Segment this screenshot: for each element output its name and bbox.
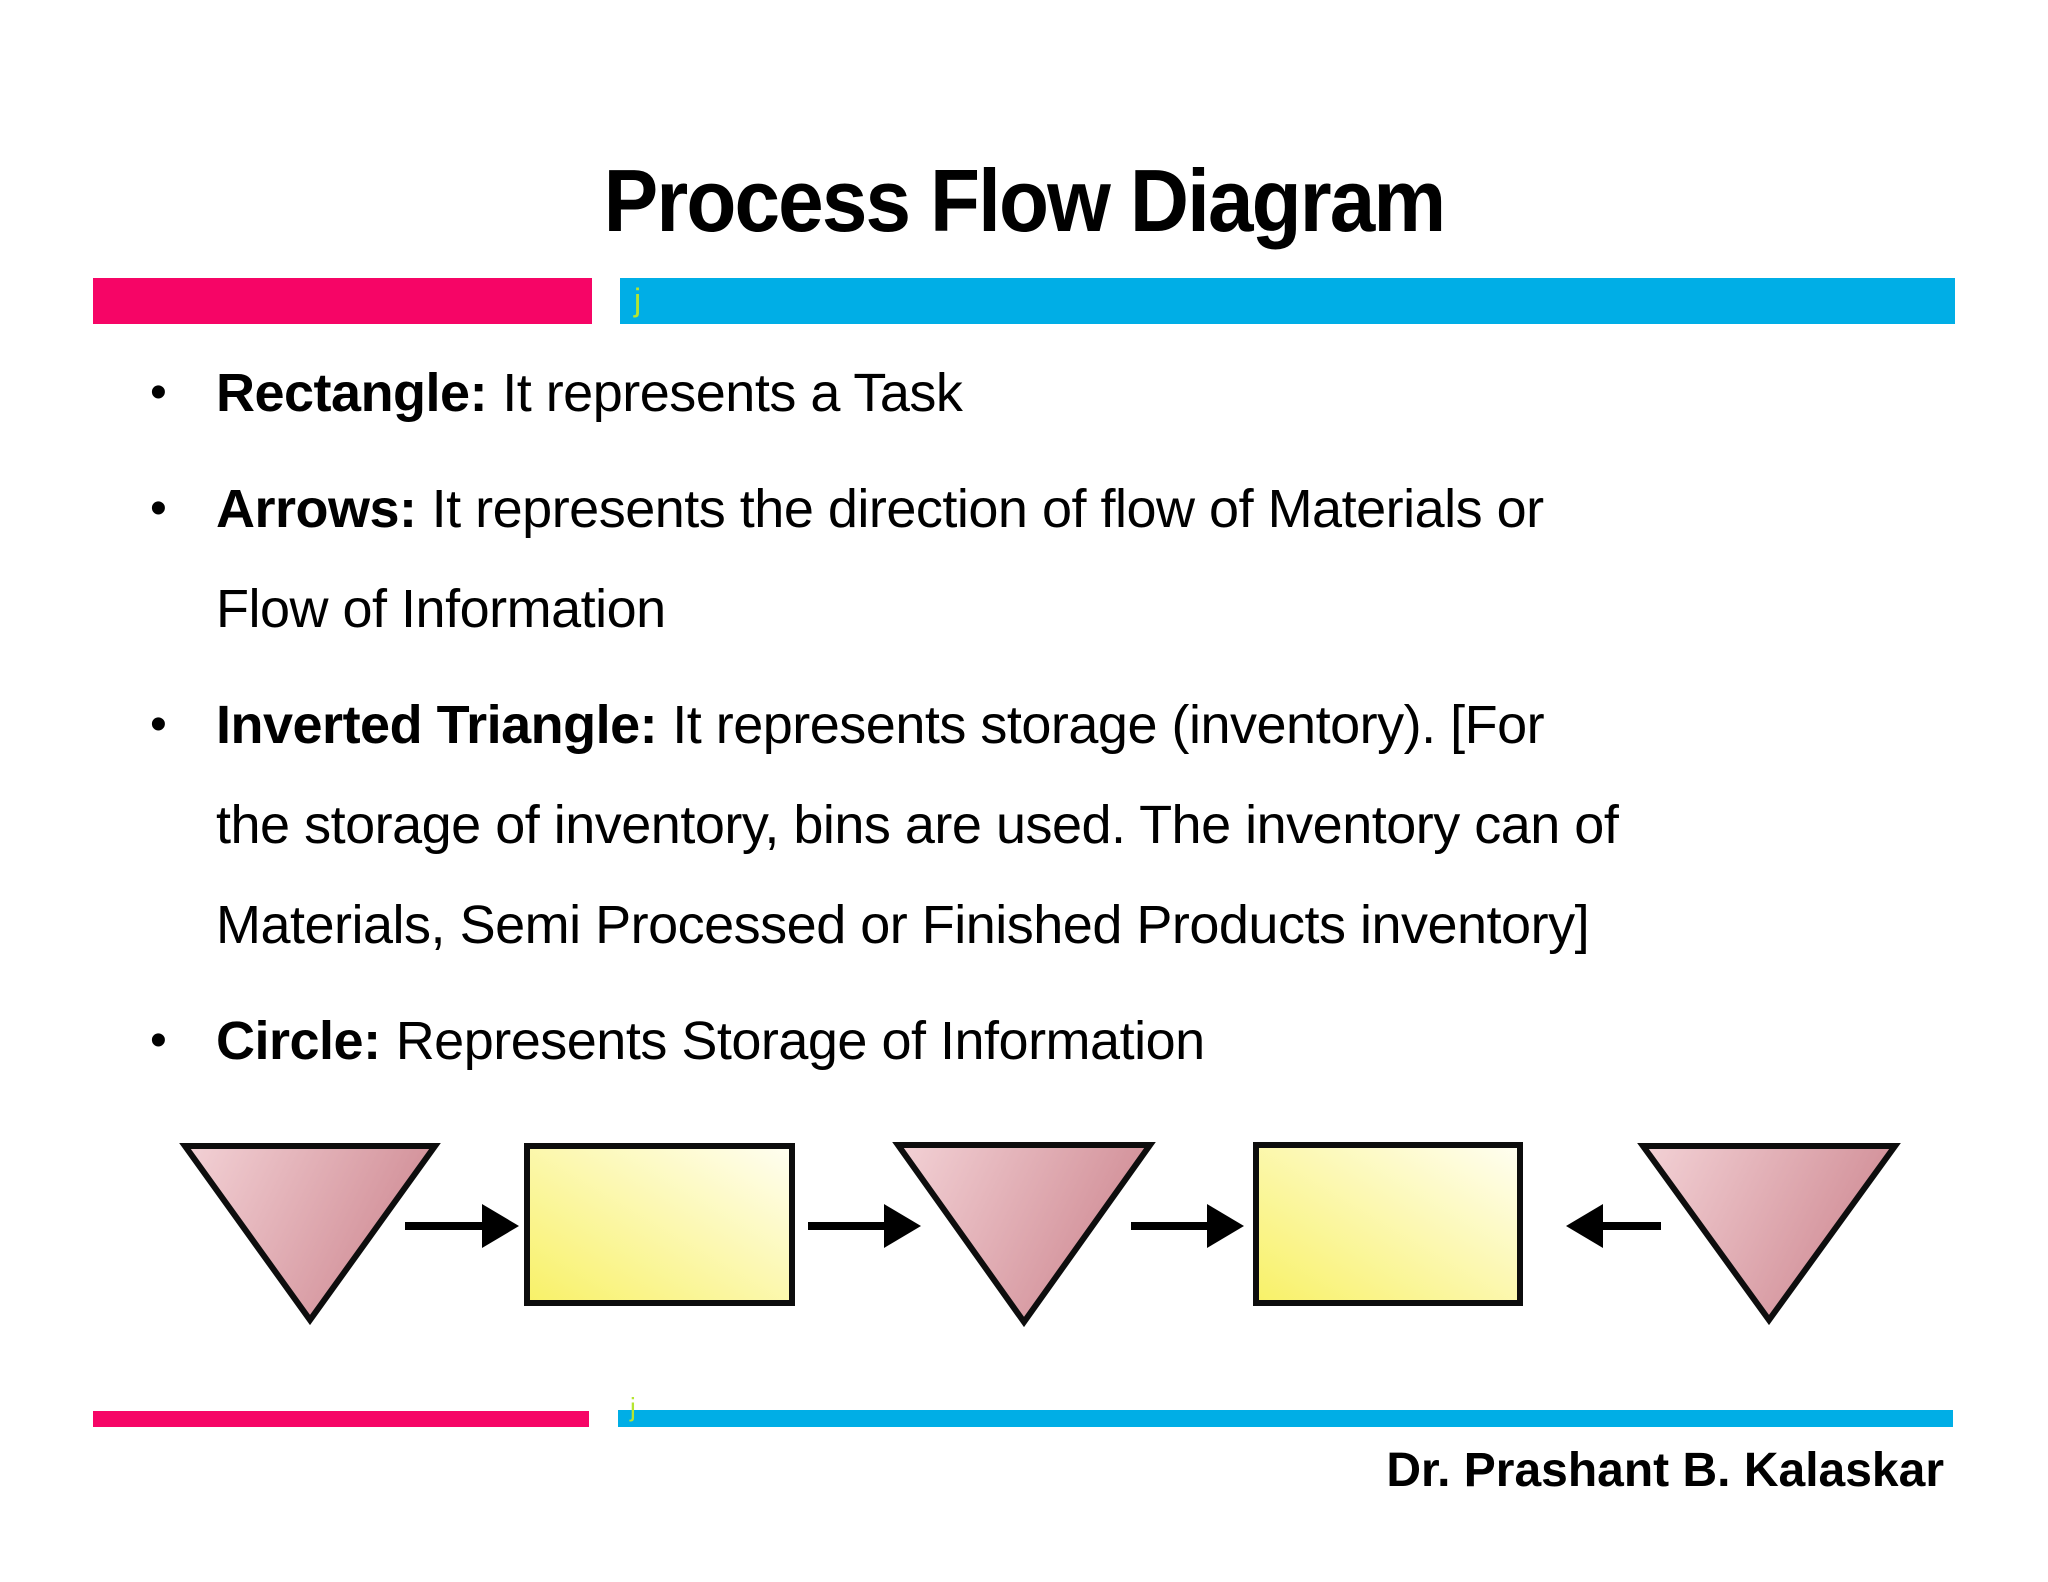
- bottom-divider-j-mark: j: [630, 1392, 636, 1422]
- flow-arrow-left-4: [1566, 1204, 1661, 1248]
- bullet-line: Rectangle:It represents a Task: [216, 343, 1910, 443]
- bullet-marker: •: [150, 482, 167, 535]
- top-divider-cyan-bar: [620, 278, 1955, 324]
- task-rectangle-1: [524, 1143, 795, 1306]
- bullet-line: Inverted Triangle:It represents storage …: [216, 675, 1910, 775]
- bullet-lead: Circle:: [216, 1011, 381, 1071]
- bullet-list: • Rectangle:It represents a Task • Arrow…: [150, 343, 1910, 1107]
- flow-arrow-right-2: [808, 1204, 921, 1248]
- bullet-item-arrows: • Arrows:It represents the direction of …: [150, 459, 1910, 659]
- bottom-divider-cyan-bar: [618, 1410, 1953, 1427]
- bullet-lead: Rectangle:: [216, 363, 488, 423]
- footer-author: Dr. Prashant B. Kalaskar: [1386, 1444, 1944, 1497]
- bullet-item-rectangle: • Rectangle:It represents a Task: [150, 343, 1910, 443]
- storage-triangle-2: [892, 1142, 1156, 1328]
- flow-arrow-right-3: [1131, 1204, 1244, 1248]
- bullet-line: Circle:Represents Storage of Information: [216, 991, 1910, 1091]
- bullet-text: It represents the direction of flow of M…: [431, 479, 1545, 539]
- bullet-item-inverted-triangle: • Inverted Triangle:It represents storag…: [150, 675, 1910, 975]
- bullet-line: Flow of Information: [216, 579, 666, 639]
- bullet-text: Represents Storage of Information: [395, 1011, 1205, 1071]
- task-rectangle-2: [1253, 1142, 1523, 1306]
- bullet-line: the storage of inventory, bins are used.…: [216, 795, 1619, 855]
- top-divider-j-mark: j: [634, 282, 642, 318]
- bullet-marker: •: [150, 1014, 167, 1067]
- bullet-line: Arrows:It represents the direction of fl…: [216, 459, 1910, 559]
- storage-triangle-3: [1637, 1143, 1901, 1326]
- bullet-marker: •: [150, 366, 167, 419]
- storage-triangle-1: [179, 1143, 441, 1326]
- bullet-item-circle: • Circle:Represents Storage of Informati…: [150, 991, 1910, 1091]
- slide-title: Process Flow Diagram: [603, 150, 1446, 250]
- process-flow-diagram: [179, 1142, 1901, 1328]
- bullet-text: It represents storage (inventory). [For: [672, 695, 1545, 755]
- bullet-marker: •: [150, 698, 167, 751]
- bottom-divider-pink-bar: [93, 1411, 589, 1427]
- top-divider-pink-bar: [93, 278, 592, 324]
- flow-arrow-right-1: [405, 1204, 519, 1248]
- bullet-lead: Inverted Triangle:: [216, 695, 658, 755]
- bullet-lead: Arrows:: [216, 479, 417, 539]
- bullet-text: It represents a Task: [502, 363, 963, 423]
- bullet-line: Materials, Semi Processed or Finished Pr…: [216, 895, 1590, 955]
